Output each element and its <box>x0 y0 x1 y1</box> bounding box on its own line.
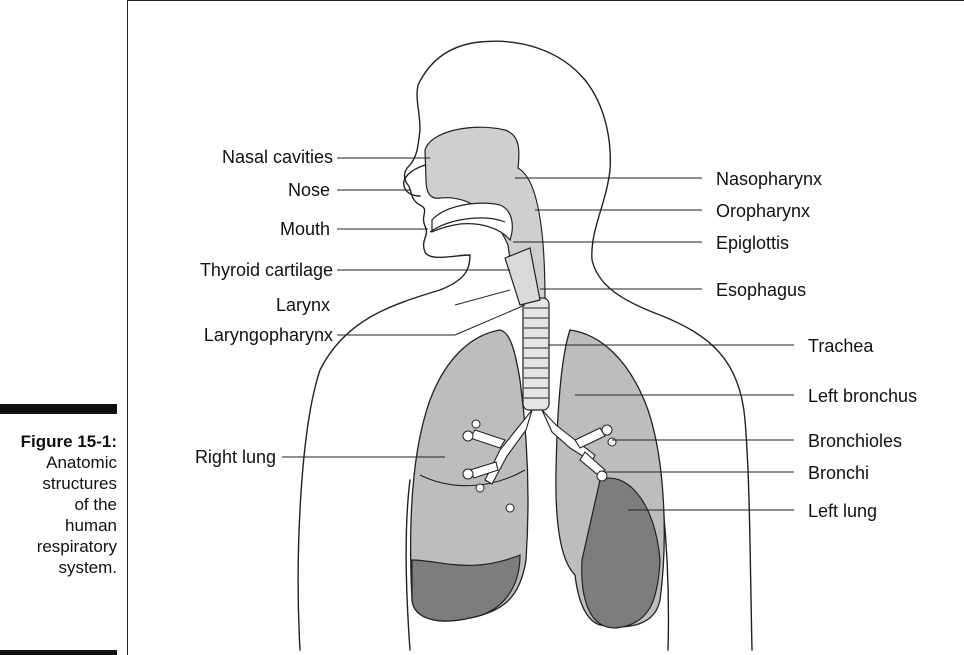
trachea <box>523 298 549 410</box>
label-larynx: Larynx <box>150 295 330 315</box>
oral-cavity <box>432 203 512 240</box>
label-bronchi: Bronchi <box>808 463 869 483</box>
label-nasal-cavities: Nasal cavities <box>150 147 333 167</box>
label-bronchioles: Bronchioles <box>808 431 902 451</box>
label-nasopharynx: Nasopharynx <box>716 169 822 189</box>
label-oropharynx: Oropharynx <box>716 201 810 221</box>
label-right-lung: Right lung <box>150 447 276 467</box>
label-trachea: Trachea <box>808 336 873 356</box>
label-left-lung: Left lung <box>808 501 877 521</box>
label-epiglottis: Epiglottis <box>716 233 789 253</box>
left-arm-outline <box>406 480 410 650</box>
label-laryngopharynx: Laryngopharynx <box>150 325 333 345</box>
label-esophagus: Esophagus <box>716 280 806 300</box>
label-mouth: Mouth <box>150 219 330 239</box>
label-left-bronchus: Left bronchus <box>808 386 917 406</box>
label-thyroid-cartilage: Thyroid cartilage <box>150 260 333 280</box>
label-nose: Nose <box>150 180 330 200</box>
right-lung-lower-lobe <box>412 555 520 621</box>
